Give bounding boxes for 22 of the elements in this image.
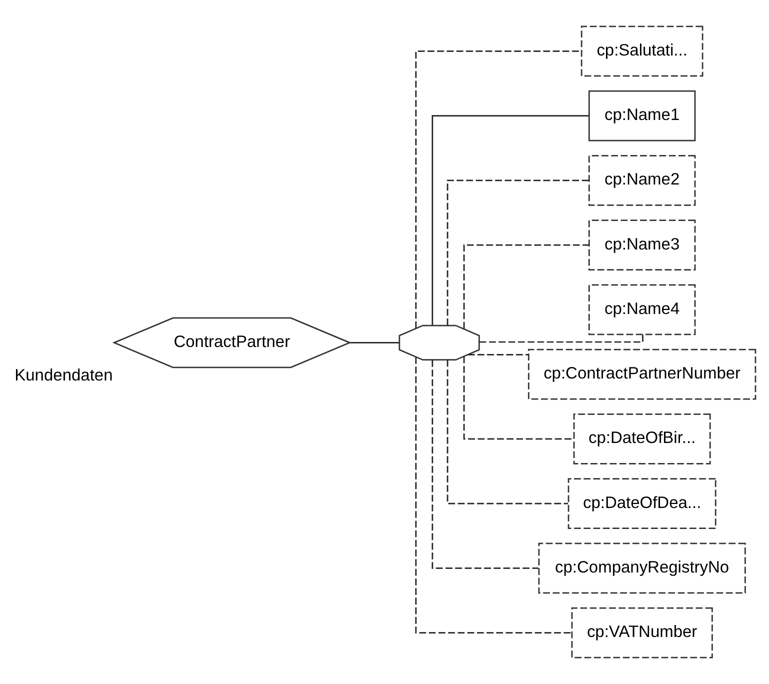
node-box: cp:VATNumber: [571, 607, 713, 658]
connector: [432, 115, 589, 326]
node-box: cp:DateOfDea...: [568, 478, 716, 529]
node-box: cp:Name3: [588, 220, 696, 271]
connector: [468, 354, 529, 356]
connector: [350, 342, 400, 344]
node-box: cp:Salutati...: [580, 26, 704, 77]
node-box: cp:DateOfBir...: [573, 413, 711, 464]
connector: [463, 244, 590, 329]
node-box: cp:Name1: [588, 90, 696, 142]
node-octagon: [398, 324, 480, 361]
node-label: Kundendaten: [14, 366, 113, 385]
connector: [446, 360, 568, 504]
node-box: cp:CompanyRegistryNo: [538, 542, 746, 594]
connector: [432, 360, 538, 569]
node-box: cp:ContractPartnerNumber: [528, 348, 756, 400]
connector: [446, 180, 589, 326]
node-box: cp:Name2: [588, 155, 696, 206]
connector: [415, 357, 572, 634]
connector: [415, 50, 582, 328]
node-box: cp:Name4: [588, 284, 696, 336]
connector: [463, 356, 574, 440]
